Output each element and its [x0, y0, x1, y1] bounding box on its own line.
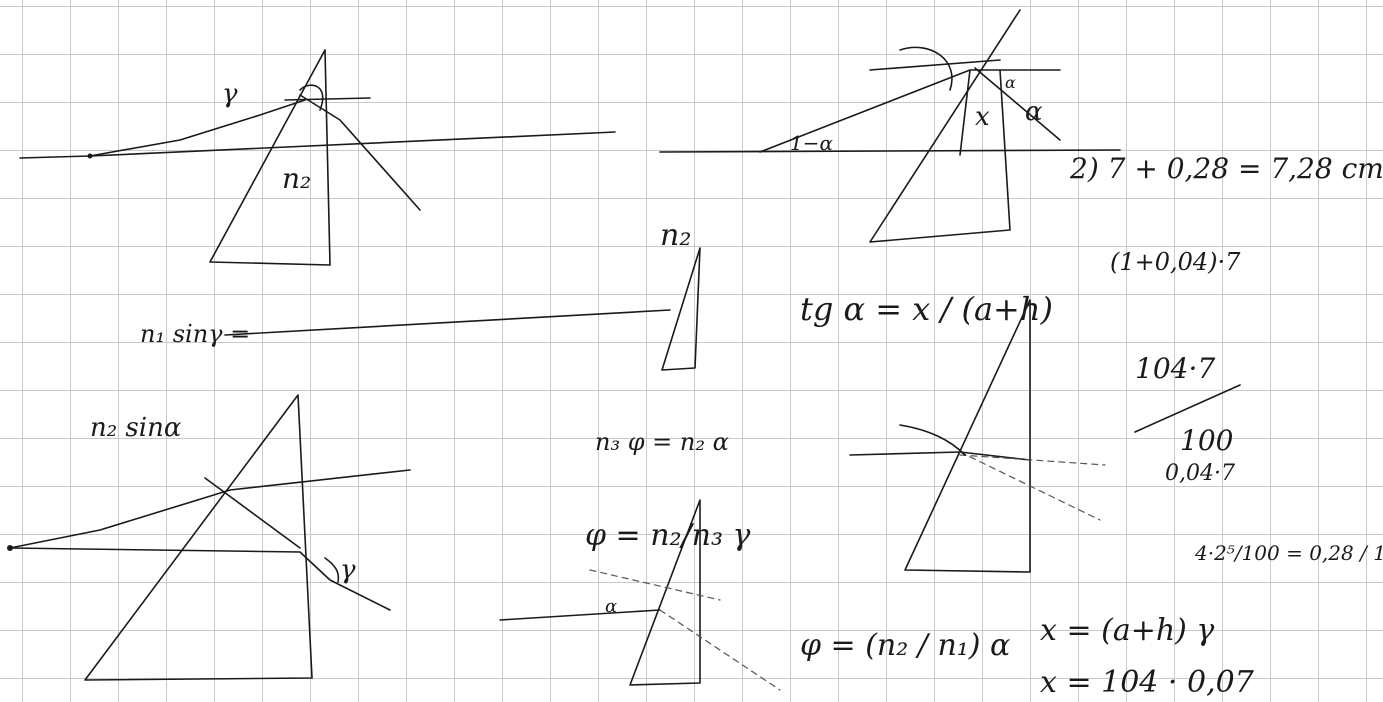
x-label: x [975, 102, 990, 132]
alpha-small-label-top-right: α [1005, 73, 1016, 92]
phi-n2-n1-alpha: φ = (n₂ / n₁) α [800, 628, 1010, 663]
fraction-right: 104·7 100 0,04·7 [1134, 352, 1241, 486]
gamma-label-top: γ [222, 79, 238, 109]
fraction-extra: 0,04·7 [1165, 461, 1235, 486]
fraction-denominator: 100 [1180, 424, 1233, 457]
n3-phi-equation: n₃ φ = n₂ α [595, 428, 729, 456]
sketch-prism-middle-right [849, 299, 1106, 573]
n2-label-top: n₂ [282, 162, 311, 195]
sketch-prism-top-right: x α α 1−α [659, 9, 1121, 243]
phi-gamma-equation: φ = n₂/n₃ γ [585, 518, 751, 553]
n2-sin-alpha: n₂ sinα [90, 413, 182, 443]
sketch-small-prism: n₂ n₁ sinγ = [140, 218, 701, 371]
alpha-small-bottom: α [605, 596, 617, 617]
tan-alpha-equation: tg α = x / (a+h) [800, 290, 1053, 328]
n1-sin-gamma: n₁ sinγ = [140, 320, 250, 348]
fraction-028: 4·2⁵/100 = 0,28 / 100 [1194, 541, 1383, 565]
equation-1-04-times-7: (1+0,04)·7 [1110, 248, 1241, 276]
x-equals-104-times-007: x = 104 · 0,07 [1040, 665, 1255, 700]
n2-label-mid: n₂ [660, 218, 691, 253]
ray-origin-dot-bottom [7, 545, 13, 551]
x-equals-a-plus-h-gamma: x = (a+h) γ [1040, 613, 1214, 648]
gamma-label-bottom: γ [340, 555, 356, 585]
one-minus-alpha-label: 1−α [790, 131, 833, 155]
sketch-prism-bottom-left: n₂ sinα γ [7, 394, 411, 681]
equations-bottom: φ = (n₂ / n₁) α x = (a+h) γ x = 104 · 0,… [800, 541, 1383, 700]
equation-7-28: 2) 7 + 0,28 = 7,28 cm [1069, 152, 1383, 185]
alpha-label-top-right: α [1025, 97, 1043, 127]
sketch-prism-top-left: γ n₂ [19, 49, 616, 266]
ray-origin-dot [87, 153, 93, 159]
fraction-numerator: 104·7 [1135, 352, 1215, 385]
sketch-prism-bottom-middle: n₃ φ = n₂ α φ = n₂/n₃ γ α [499, 428, 781, 691]
equations-top-right: 2) 7 + 0,28 = 7,28 cm (1+0,04)·7 tg α = … [800, 152, 1383, 328]
